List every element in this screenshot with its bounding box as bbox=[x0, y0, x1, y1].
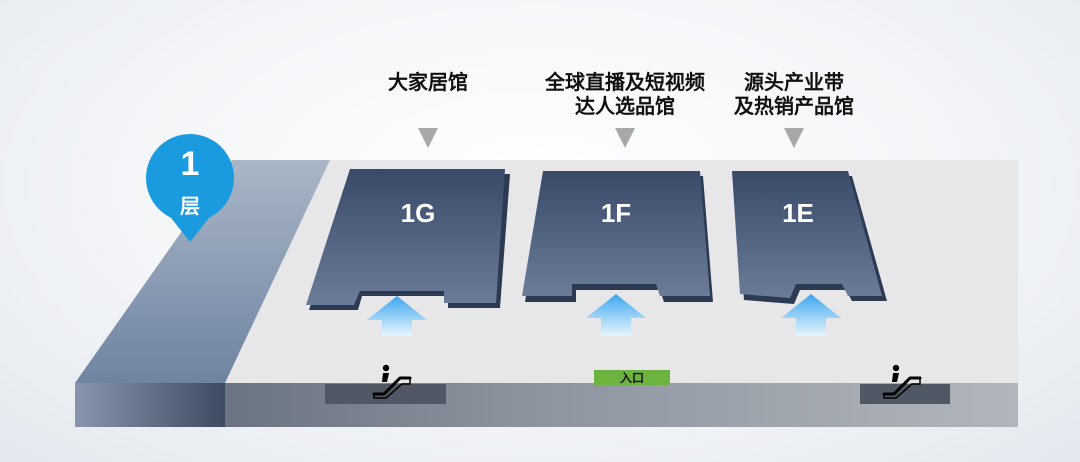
down-triangle-icon bbox=[615, 128, 635, 148]
location-pin-icon bbox=[146, 134, 234, 242]
hall-title-line: 全球直播及短视频 bbox=[545, 70, 705, 94]
hall-title-line: 及热销产品馆 bbox=[734, 94, 854, 118]
hall-1g bbox=[306, 169, 505, 305]
down-triangle-icon bbox=[418, 128, 438, 148]
down-triangle-icon bbox=[784, 128, 804, 148]
floor-number: 1 bbox=[180, 145, 200, 183]
hall-1e-title: 源头产业带 及热销产品馆 bbox=[714, 70, 874, 118]
hall-1f-title: 全球直播及短视频 达人选品馆 bbox=[520, 70, 730, 118]
floor-unit: 层 bbox=[180, 194, 200, 218]
hall-title-line: 达人选品馆 bbox=[575, 94, 675, 118]
up-arrow-icon bbox=[586, 294, 646, 336]
left-corridor-top bbox=[75, 160, 330, 383]
entrance-block bbox=[594, 370, 670, 385]
hall-1g-id: 1G bbox=[400, 198, 436, 228]
hall-title-line: 源头产业带 bbox=[744, 70, 844, 94]
hall-1g-title: 大家居馆 bbox=[348, 70, 508, 94]
left-corridor-front bbox=[75, 383, 225, 427]
hall-1f-id: 1F bbox=[600, 198, 632, 228]
escalator-slot bbox=[860, 384, 950, 404]
entrance-label: 入口 bbox=[619, 371, 644, 385]
escalator-icon bbox=[372, 364, 412, 399]
escalator-icon bbox=[882, 364, 922, 399]
up-arrow-icon bbox=[781, 294, 841, 336]
hall-1e bbox=[732, 171, 882, 298]
hall-1f bbox=[522, 171, 710, 296]
hall-title-line: 大家居馆 bbox=[388, 70, 468, 94]
hall-1e-id: 1E bbox=[782, 198, 814, 228]
up-arrow-icon bbox=[367, 296, 427, 336]
